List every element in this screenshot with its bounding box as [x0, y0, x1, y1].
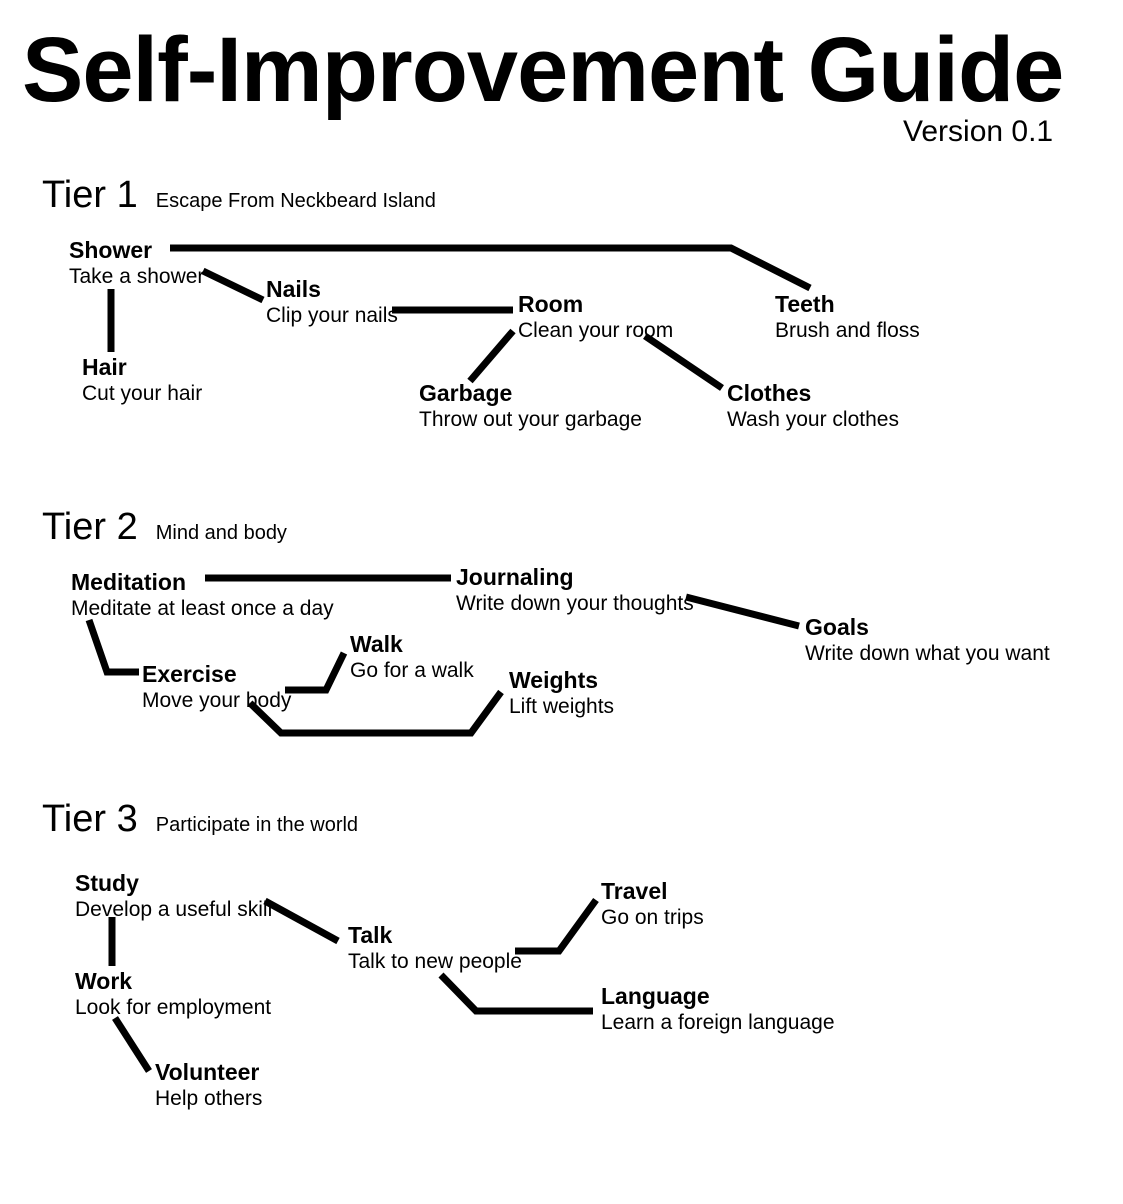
- node-work-desc: Look for employment: [75, 995, 272, 1019]
- node-weights-title: Weights: [509, 667, 599, 693]
- tier-2-name: Tier 2: [42, 506, 138, 548]
- node-journaling[interactable]: Journaling Write down your thoughts: [456, 565, 694, 615]
- node-clothes-title: Clothes: [727, 380, 812, 406]
- node-weights[interactable]: Weights Lift weights: [509, 668, 614, 718]
- node-talk[interactable]: Talk Talk to new people: [348, 923, 522, 973]
- edge-meditation-exercise: [85, 618, 139, 676]
- node-exercise-title: Exercise: [142, 661, 237, 687]
- node-shower[interactable]: Shower Take a shower: [69, 238, 204, 288]
- node-garbage-desc: Throw out your garbage: [419, 407, 642, 431]
- edge-room-garbage: [467, 328, 516, 384]
- edge-work-volunteer: [112, 1016, 152, 1073]
- tier-1-subtitle: Escape From Neckbeard Island: [155, 190, 436, 212]
- node-goals-desc: Write down what you want: [805, 641, 1050, 665]
- node-work[interactable]: Work Look for employment: [75, 969, 271, 1019]
- node-garbage-title: Garbage: [419, 380, 513, 406]
- edge-journaling-goals: [685, 593, 800, 630]
- tier-3-header: Tier 3 Participate in the world: [42, 800, 358, 838]
- node-language[interactable]: Language Learn a foreign language: [601, 984, 835, 1034]
- node-volunteer-desc: Help others: [155, 1086, 263, 1110]
- node-walk-title: Walk: [350, 631, 403, 657]
- node-teeth-desc: Brush and floss: [775, 318, 920, 342]
- node-volunteer[interactable]: Volunteer Help others: [155, 1060, 262, 1110]
- tier-3-subtitle: Participate in the world: [155, 814, 359, 836]
- node-meditation-desc: Meditate at least once a day: [71, 596, 334, 620]
- node-hair-desc: Cut your hair: [82, 381, 203, 405]
- node-goals[interactable]: Goals Write down what you want: [805, 615, 1050, 665]
- node-nails[interactable]: Nails Clip your nails: [266, 277, 398, 327]
- edge-shower-nails: [201, 267, 265, 304]
- node-clothes[interactable]: Clothes Wash your clothes: [727, 381, 899, 431]
- node-teeth-title: Teeth: [775, 291, 835, 317]
- node-nails-desc: Clip your nails: [266, 303, 398, 327]
- version-label: Version 0.1: [903, 115, 1054, 148]
- tier-2-header: Tier 2 Mind and body: [42, 508, 287, 546]
- node-shower-desc: Take a shower: [69, 264, 205, 288]
- node-meditation[interactable]: Meditation Meditate at least once a day: [71, 570, 334, 620]
- node-travel[interactable]: Travel Go on trips: [601, 879, 704, 929]
- node-room[interactable]: Room Clean your room: [518, 292, 673, 342]
- edge-talk-travel: [515, 897, 599, 955]
- node-language-desc: Learn a foreign language: [601, 1010, 835, 1034]
- page-title: Self-Improvement Guide: [22, 19, 1064, 121]
- node-travel-title: Travel: [601, 878, 668, 904]
- node-nails-title: Nails: [266, 276, 321, 302]
- tier-1-name: Tier 1: [42, 174, 138, 216]
- node-travel-desc: Go on trips: [601, 905, 704, 929]
- node-journaling-title: Journaling: [456, 564, 574, 590]
- node-meditation-title: Meditation: [71, 569, 186, 595]
- node-exercise[interactable]: Exercise Move your body: [142, 662, 291, 712]
- tier-2-subtitle: Mind and body: [155, 522, 287, 544]
- node-exercise-desc: Move your body: [142, 688, 292, 712]
- node-work-title: Work: [75, 968, 133, 994]
- node-language-title: Language: [601, 983, 710, 1009]
- node-walk[interactable]: Walk Go for a walk: [350, 632, 474, 682]
- tier-1-header: Tier 1 Escape From Neckbeard Island: [42, 176, 436, 214]
- node-talk-desc: Talk to new people: [348, 949, 522, 973]
- node-hair-title: Hair: [82, 354, 127, 380]
- node-garbage[interactable]: Garbage Throw out your garbage: [419, 381, 642, 431]
- node-study-title: Study: [75, 870, 139, 896]
- edge-study-talk: [263, 897, 340, 945]
- node-study[interactable]: Study Develop a useful skill: [75, 871, 272, 921]
- node-journaling-desc: Write down your thoughts: [456, 591, 694, 615]
- edge-talk-language: [438, 972, 593, 1015]
- node-walk-desc: Go for a walk: [350, 658, 474, 682]
- edge-room-clothes: [643, 333, 724, 391]
- node-hair[interactable]: Hair Cut your hair: [82, 355, 202, 405]
- node-shower-title: Shower: [69, 237, 153, 263]
- node-volunteer-title: Volunteer: [155, 1059, 260, 1085]
- node-weights-desc: Lift weights: [509, 694, 615, 718]
- node-talk-title: Talk: [348, 922, 393, 948]
- node-room-title: Room: [518, 291, 584, 317]
- tier-3-name: Tier 3: [42, 798, 138, 840]
- node-clothes-desc: Wash your clothes: [727, 407, 899, 431]
- edge-exercise-walk: [285, 651, 348, 694]
- node-teeth[interactable]: Teeth Brush and floss: [775, 292, 920, 342]
- node-study-desc: Develop a useful skill: [75, 897, 273, 921]
- node-goals-title: Goals: [805, 614, 869, 640]
- node-room-desc: Clean your room: [518, 318, 674, 342]
